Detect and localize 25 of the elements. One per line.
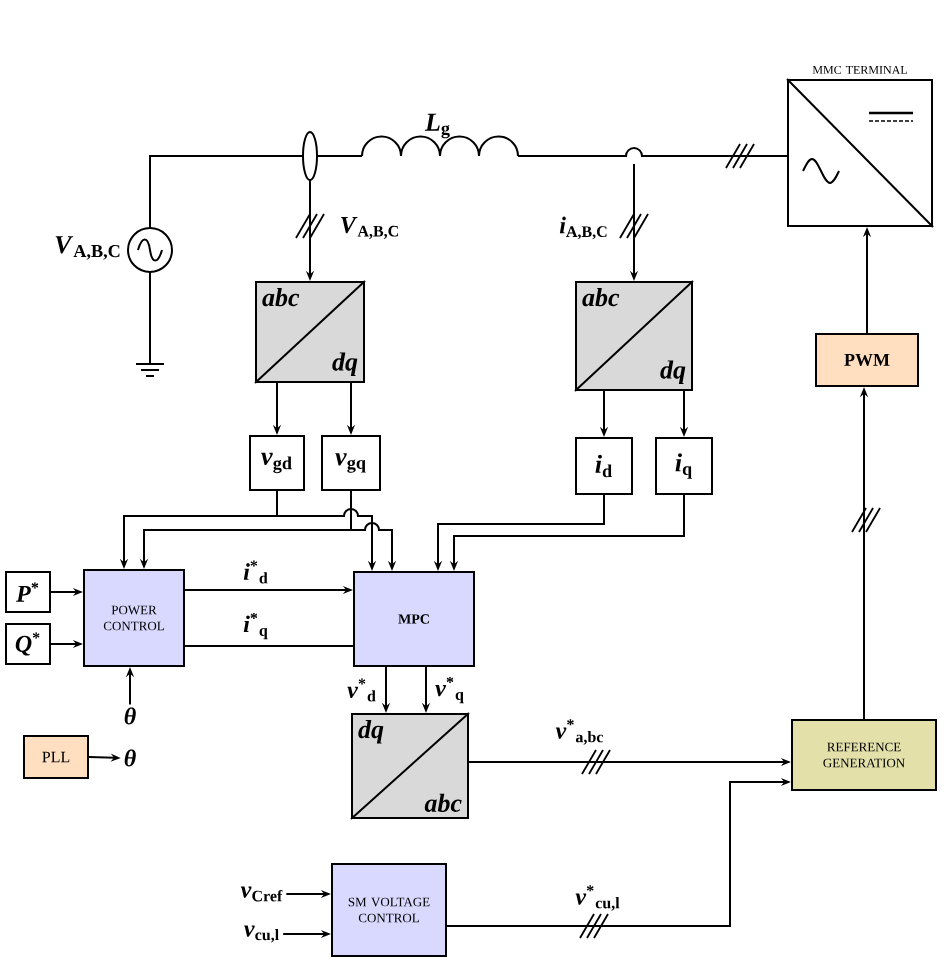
signal-label: θ [124, 707, 136, 725]
symbol-label: L$_{g}$ [424, 113, 450, 139]
signal-label: θ [124, 749, 136, 767]
input-box: P$^{*}$ [5, 571, 51, 613]
edge-label: v$^{*}$q [433, 674, 467, 706]
signal-box: i$_{q}$ [655, 437, 713, 495]
edge-label: v$^{*}$a,bc [553, 717, 607, 747]
signal-label: v$_{Cref}$ [240, 886, 283, 902]
signal-box: v$_{gd}$ [249, 435, 305, 491]
converter-box: abc dq [574, 280, 694, 392]
edge-label: V$_{A,B,C}$ [337, 215, 403, 241]
converter-box: dq abc [350, 712, 470, 820]
signal-box: i$_{d}$ [575, 437, 633, 495]
converter-box: abc dq [254, 280, 366, 384]
edge-label: i$_{A,B,C}$ [557, 214, 611, 242]
edge-label: v$^{*}$d [345, 676, 379, 704]
pwm-box: PWM [815, 333, 919, 387]
signal-box: v$_{gq}$ [321, 435, 381, 491]
input-box: Q$^{*}$ [5, 623, 51, 665]
signal-label: v$_{cu,l}$ [244, 925, 279, 943]
symbol-label: V$_{A,B,C}$ [55, 236, 120, 260]
edge-label: i$^{*}$q [241, 610, 271, 642]
edge-label: v$^{*}$cu,l [573, 883, 623, 913]
pll-box: PLL [23, 735, 89, 779]
edge-label: i$^{*}$d [241, 558, 271, 586]
